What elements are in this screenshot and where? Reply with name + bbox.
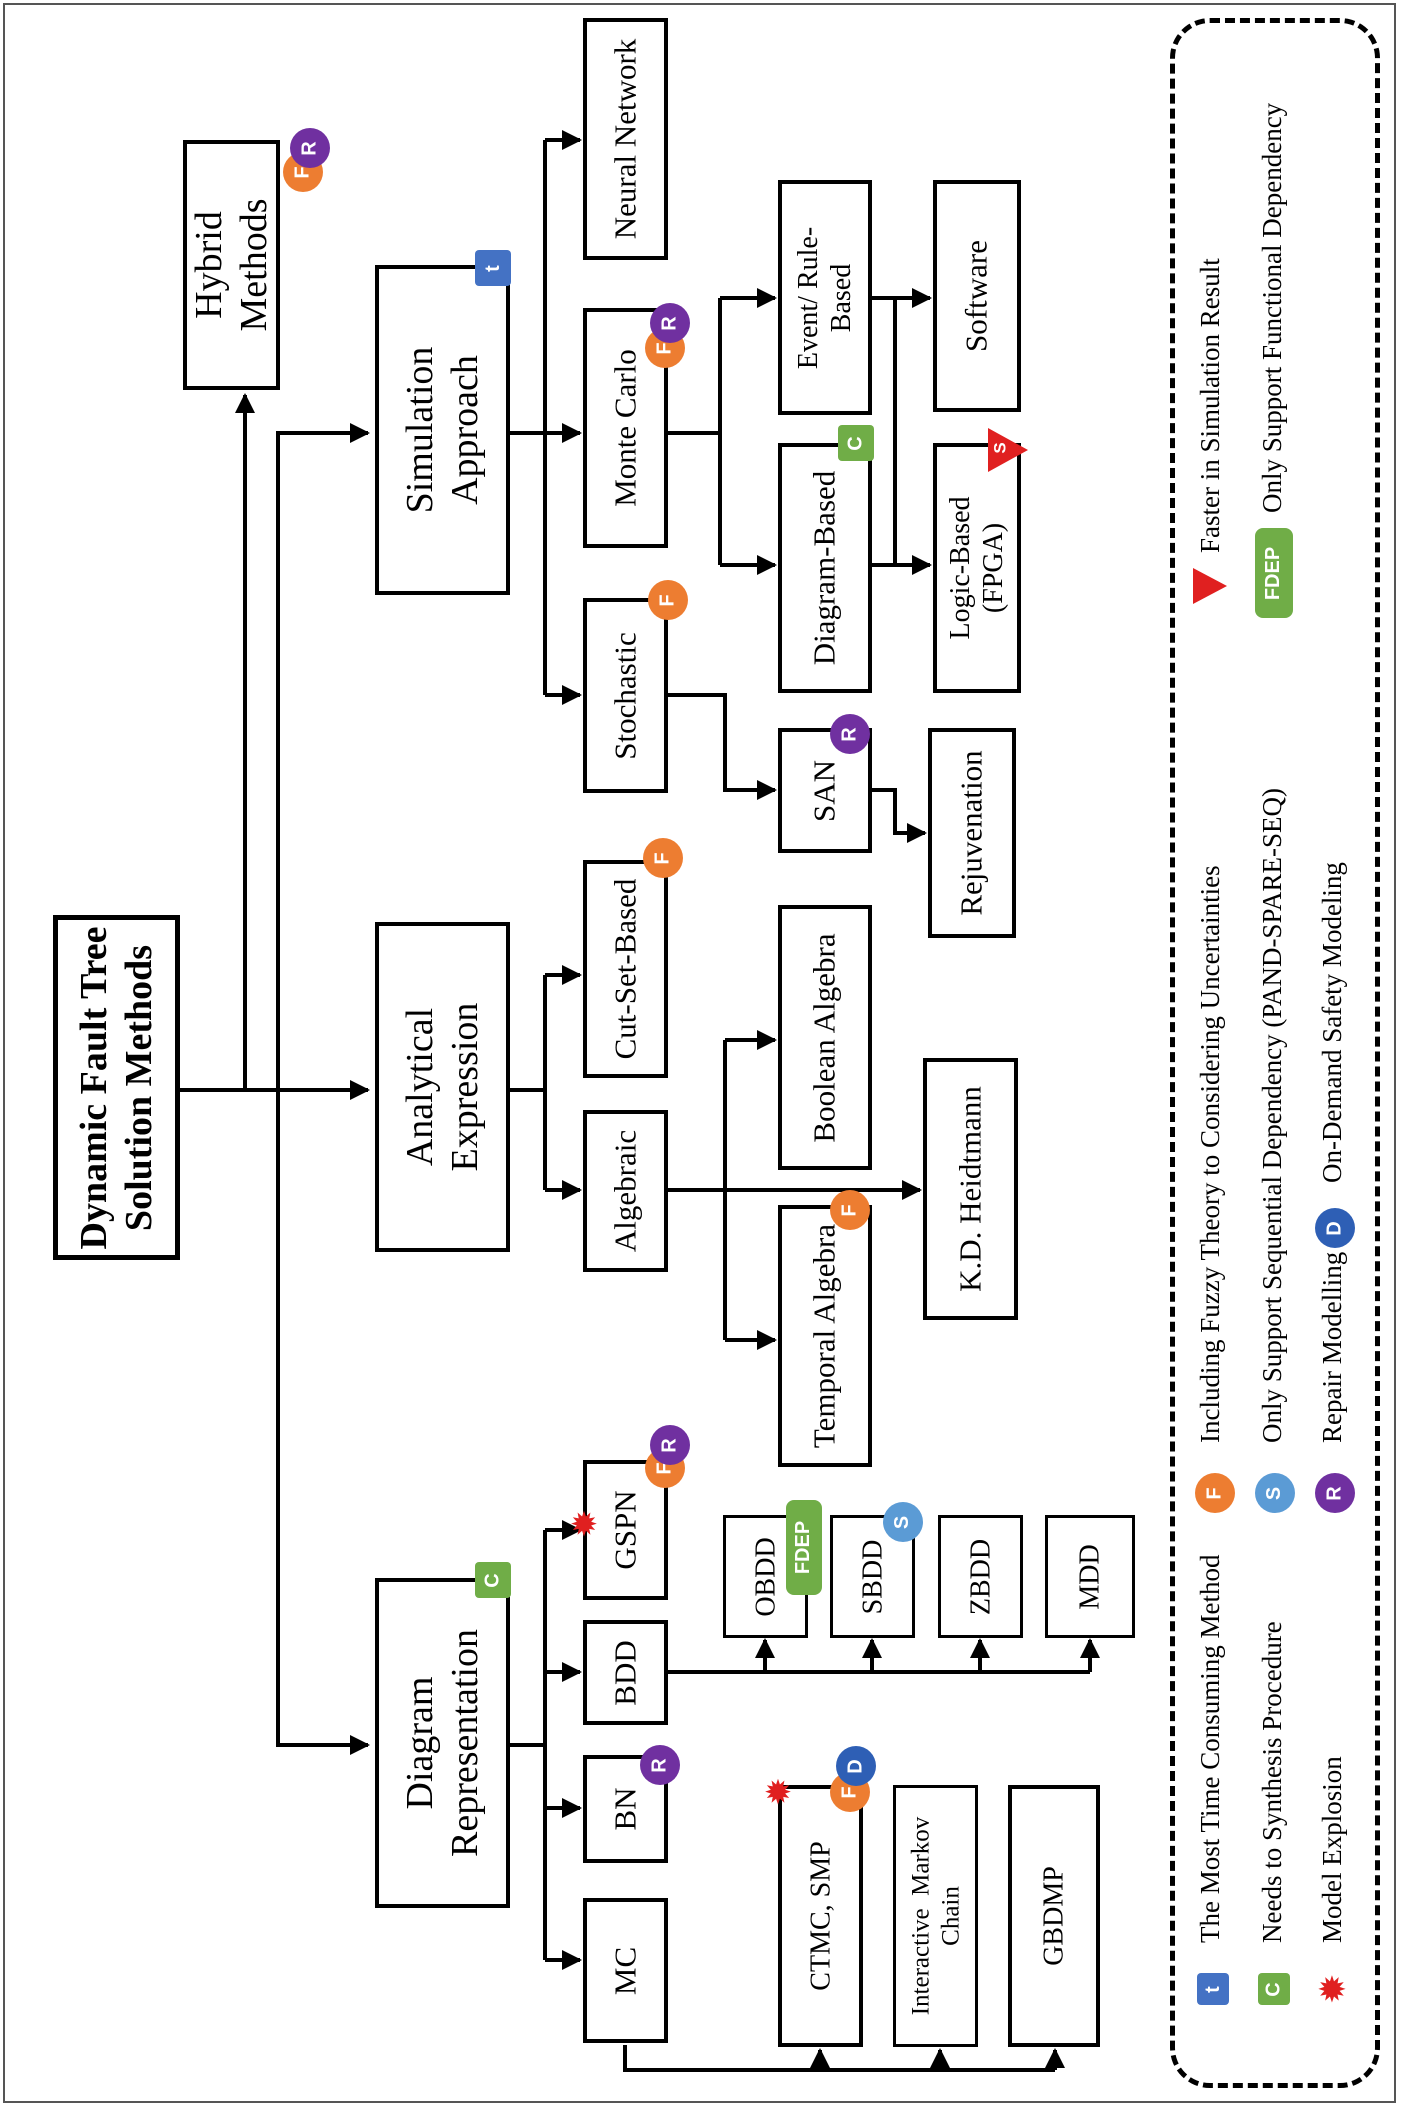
interactive-markov-chain-label: Interactive Markov Chain <box>907 1816 964 2016</box>
bn-label: BN <box>607 1787 643 1831</box>
analytical-expression-label: Analytical Expression <box>398 1002 486 1172</box>
mc-box: MC <box>583 1898 668 2043</box>
legend-time-icon: t <box>1197 1973 1229 2005</box>
temporal-algebra-label: Temporal Algebra <box>806 1223 842 1449</box>
software-label: Software <box>958 240 994 352</box>
diagram-representation-label: Diagram Representation <box>398 1629 486 1857</box>
hybrid-methods-box: Hybrid Methods <box>183 140 280 390</box>
synthesis-badge-diagram-rep: C <box>475 1562 511 1598</box>
event-rule-based-label: Event/ Rule- Based <box>792 226 857 369</box>
explosion-icon-ctmc: ✹ <box>763 1775 793 1812</box>
explosion-icon-gspn: ✹ <box>569 1507 599 1544</box>
repair-badge-bn: R <box>640 1745 680 1785</box>
gbdmp-box: GBDMP <box>1008 1785 1100 2047</box>
heidtmann-label: K.D. Heidtmann <box>952 1086 988 1292</box>
cut-set-based-box: Cut-Set-Based <box>583 860 668 1078</box>
gspn-label: GSPN <box>607 1490 643 1570</box>
algebraic-box: Algebraic <box>583 1110 668 1272</box>
legend-fuzzy-text: Including Fuzzy Theory to Considering Un… <box>1195 865 1225 1443</box>
legend-sequential-text: Only Support Sequential Dependency (PAND… <box>1257 788 1287 1443</box>
boolean-algebra-box: Boolean Algebra <box>778 905 872 1170</box>
faster-letter-logic: S <box>990 442 1010 454</box>
diagram-representation-box: Diagram Representation <box>375 1578 510 1908</box>
cut-set-based-label: Cut-Set-Based <box>607 878 643 1060</box>
synthesis-badge-diagram-based: C <box>838 425 874 461</box>
fdep-badge-obdd: FDEP <box>786 1500 822 1595</box>
san-label: SAN <box>806 759 842 822</box>
mc-label: MC <box>607 1946 643 1995</box>
fuzzy-badge-stochastic: F <box>648 580 688 620</box>
boolean-algebra-label: Boolean Algebra <box>806 932 842 1143</box>
legend-on-demand-icon: D <box>1315 1208 1355 1248</box>
legend-synthesis-text: Needs to Synthesis Procedure <box>1257 1621 1287 1943</box>
stochastic-box: Stochastic <box>583 598 668 793</box>
rejuvenation-label: Rejuvenation <box>953 750 989 916</box>
mdd-label: MDD <box>1074 1543 1106 1610</box>
repair-badge-gspn: R <box>650 1425 690 1465</box>
legend-time-text: The Most Time Consuming Method <box>1195 1554 1225 1943</box>
event-rule-based-box: Event/ Rule- Based <box>778 180 872 415</box>
repair-badge-monte-carlo: R <box>650 303 690 343</box>
stochastic-label: Stochastic <box>607 631 643 760</box>
legend-repair-text: Repair Modelling <box>1317 1251 1347 1443</box>
ctmc-smp-label: CTMC, SMP <box>804 1841 836 1991</box>
legend-sequential-icon: S <box>1255 1473 1295 1513</box>
sbdd-label: SBDD <box>856 1539 888 1614</box>
diagram-based-box: Diagram-Based <box>778 443 872 693</box>
neural-network-label: Neural Network <box>607 38 643 240</box>
simulation-approach-box: Simulation Approach <box>375 265 510 595</box>
root-label: Dynamic Fault Tree Solution Methods <box>72 926 160 1249</box>
logic-based-box: Logic-Based (FPGA) <box>933 443 1021 693</box>
interactive-markov-chain-box: Interactive Markov Chain <box>893 1785 978 2047</box>
software-box: Software <box>933 180 1021 412</box>
legend-faster-icon <box>1193 568 1227 604</box>
algebraic-label: Algebraic <box>607 1129 643 1253</box>
repair-badge-san: R <box>830 714 870 754</box>
monte-carlo-label: Monte Carlo <box>607 349 643 507</box>
mdd-box: MDD <box>1045 1515 1135 1638</box>
ctmc-smp-box: CTMC, SMP <box>778 1785 863 2047</box>
heidtmann-box: K.D. Heidtmann <box>923 1058 1018 1320</box>
time-consuming-badge-simulation: t <box>475 250 511 286</box>
legend-explosion-text: Model Explosion <box>1317 1756 1347 1943</box>
simulation-approach-label: Simulation Approach <box>398 346 486 514</box>
legend-repair-icon: R <box>1315 1473 1355 1513</box>
root-box: Dynamic Fault Tree Solution Methods <box>53 915 180 1260</box>
sequential-badge-sbdd: S <box>883 1502 923 1542</box>
legend: t The Most Time Consuming Method F Inclu… <box>1170 18 1380 2088</box>
analytical-expression-box: Analytical Expression <box>375 922 510 1252</box>
legend-on-demand-text: On-Demand Safety Modeling <box>1317 862 1347 1183</box>
gbdmp-label: GBDMP <box>1038 1866 1070 1966</box>
faster-triangle-logic <box>988 428 1028 472</box>
legend-fdep-text: Only Support Functional Dependency <box>1257 102 1287 513</box>
fuzzy-badge-temporal: F <box>830 1190 870 1230</box>
diagram-based-label: Diagram-Based <box>806 470 842 666</box>
neural-network-box: Neural Network <box>583 18 668 260</box>
repair-badge-hybrid: R <box>290 128 330 168</box>
rejuvenation-box: Rejuvenation <box>928 728 1016 938</box>
zbdd-box: ZBDD <box>938 1515 1023 1638</box>
legend-explosion-icon: ✹ <box>1316 1970 1348 2010</box>
hybrid-methods-label: Hybrid Methods <box>187 198 275 332</box>
legend-synthesis-icon: C <box>1258 1973 1290 2005</box>
bdd-label: BDD <box>607 1639 643 1706</box>
legend-fuzzy-icon: F <box>1195 1473 1235 1513</box>
temporal-algebra-box: Temporal Algebra <box>778 1205 872 1467</box>
fuzzy-badge-cut-set: F <box>643 838 683 878</box>
logic-based-label: Logic-Based (FPGA) <box>944 496 1009 640</box>
outer-frame <box>3 3 1396 2103</box>
zbdd-label: ZBDD <box>964 1538 996 1615</box>
legend-fdep-icon: FDEP <box>1255 528 1293 618</box>
legend-faster-text: Faster in Simulation Result <box>1195 258 1225 553</box>
bdd-box: BDD <box>583 1620 668 1725</box>
obdd-label: OBDD <box>749 1536 781 1617</box>
on-demand-badge-ctmc: D <box>836 1746 876 1786</box>
